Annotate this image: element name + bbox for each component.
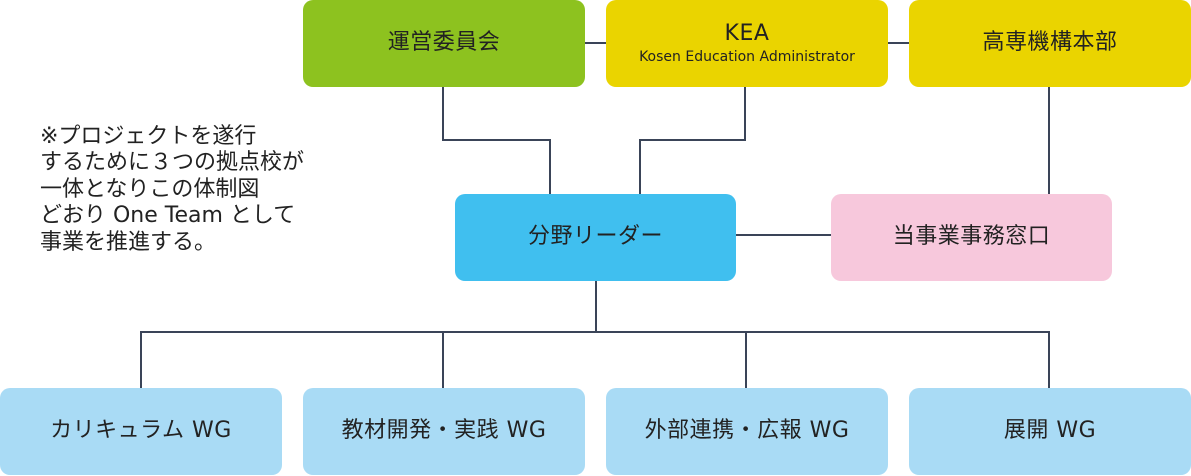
node-kea: KEA Kosen Education Administrator [606, 0, 888, 87]
node-kosen-headquarters: 高専機構本部 [909, 0, 1191, 87]
node-sublabel: Kosen Education Administrator [639, 48, 855, 65]
node-label: 当事業事務窓口 [892, 224, 1051, 250]
node-label: 外部連携・広報 WG [644, 418, 850, 444]
node-label: KEA [724, 20, 770, 46]
note-line: 一体となりこの体制図 [40, 176, 260, 202]
node-wg-external-relations: 外部連携・広報 WG [606, 388, 888, 475]
node-label: 分野リーダー [527, 224, 663, 250]
node-steering-committee: 運営委員会 [303, 0, 585, 87]
node-label: 教材開発・実践 WG [341, 418, 547, 444]
node-label: 高専機構本部 [982, 30, 1118, 56]
node-wg-curriculum: カリキュラム WG [0, 388, 282, 475]
node-label: 運営委員会 [387, 30, 501, 56]
node-label: カリキュラム WG [50, 418, 232, 444]
node-wg-materials: 教材開発・実践 WG [303, 388, 585, 475]
node-wg-deployment: 展開 WG [909, 388, 1191, 475]
note-text: ※プロジェクトを遂行 するために３つの拠点校が 一体となりこの体制図 どおり O… [40, 124, 370, 256]
node-field-leader: 分野リーダー [455, 194, 736, 281]
node-label: 展開 WG [1003, 418, 1097, 444]
note-line: 事業を推進する。 [40, 229, 217, 255]
node-project-office: 当事業事務窓口 [831, 194, 1112, 281]
note-line: ※プロジェクトを遂行 [40, 124, 257, 149]
note-line: どおり One Team として [40, 203, 296, 229]
note-line: するために３つの拠点校が [40, 150, 305, 176]
